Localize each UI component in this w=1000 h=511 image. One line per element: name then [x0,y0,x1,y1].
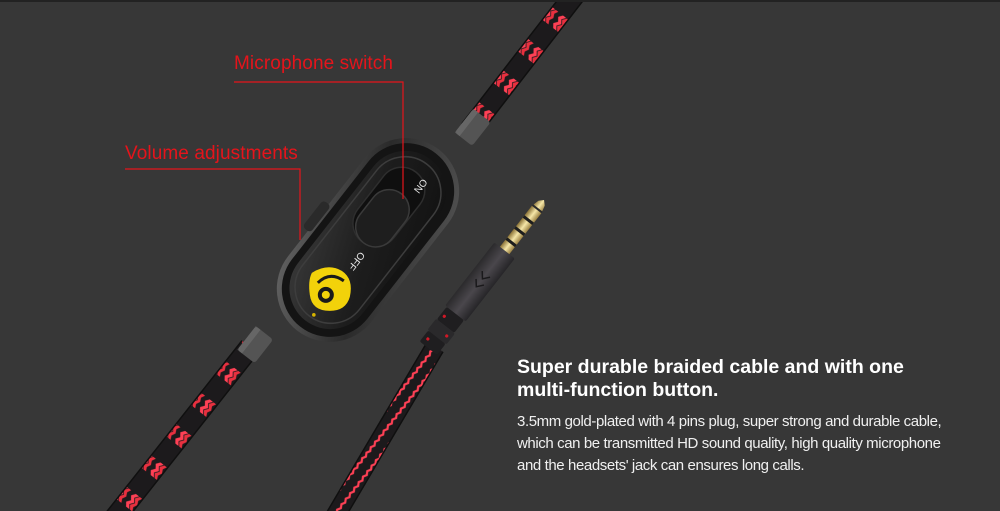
audio-jack-plug [420,200,545,355]
brand-logo-icon [309,267,351,317]
feature-heading: Super durable braided cable and with one… [517,356,904,401]
callout-line-volume-adjustments [125,168,301,240]
callout-line-microphone-switch [234,81,404,199]
feature-description: 3.5mm gold-plated with 4 pins plug, supe… [517,413,942,474]
lower-braided-cable [106,340,259,511]
strain-relief-top [454,108,490,145]
strain-relief-bottom [237,326,272,363]
microphone-switch-callout: Microphone switch [234,53,394,74]
upper-braided-cable [461,2,583,137]
plug-braided-cable [326,341,444,511]
inline-controller [276,138,460,342]
volume-adjustments-callout: Volume adjustments [125,143,298,164]
